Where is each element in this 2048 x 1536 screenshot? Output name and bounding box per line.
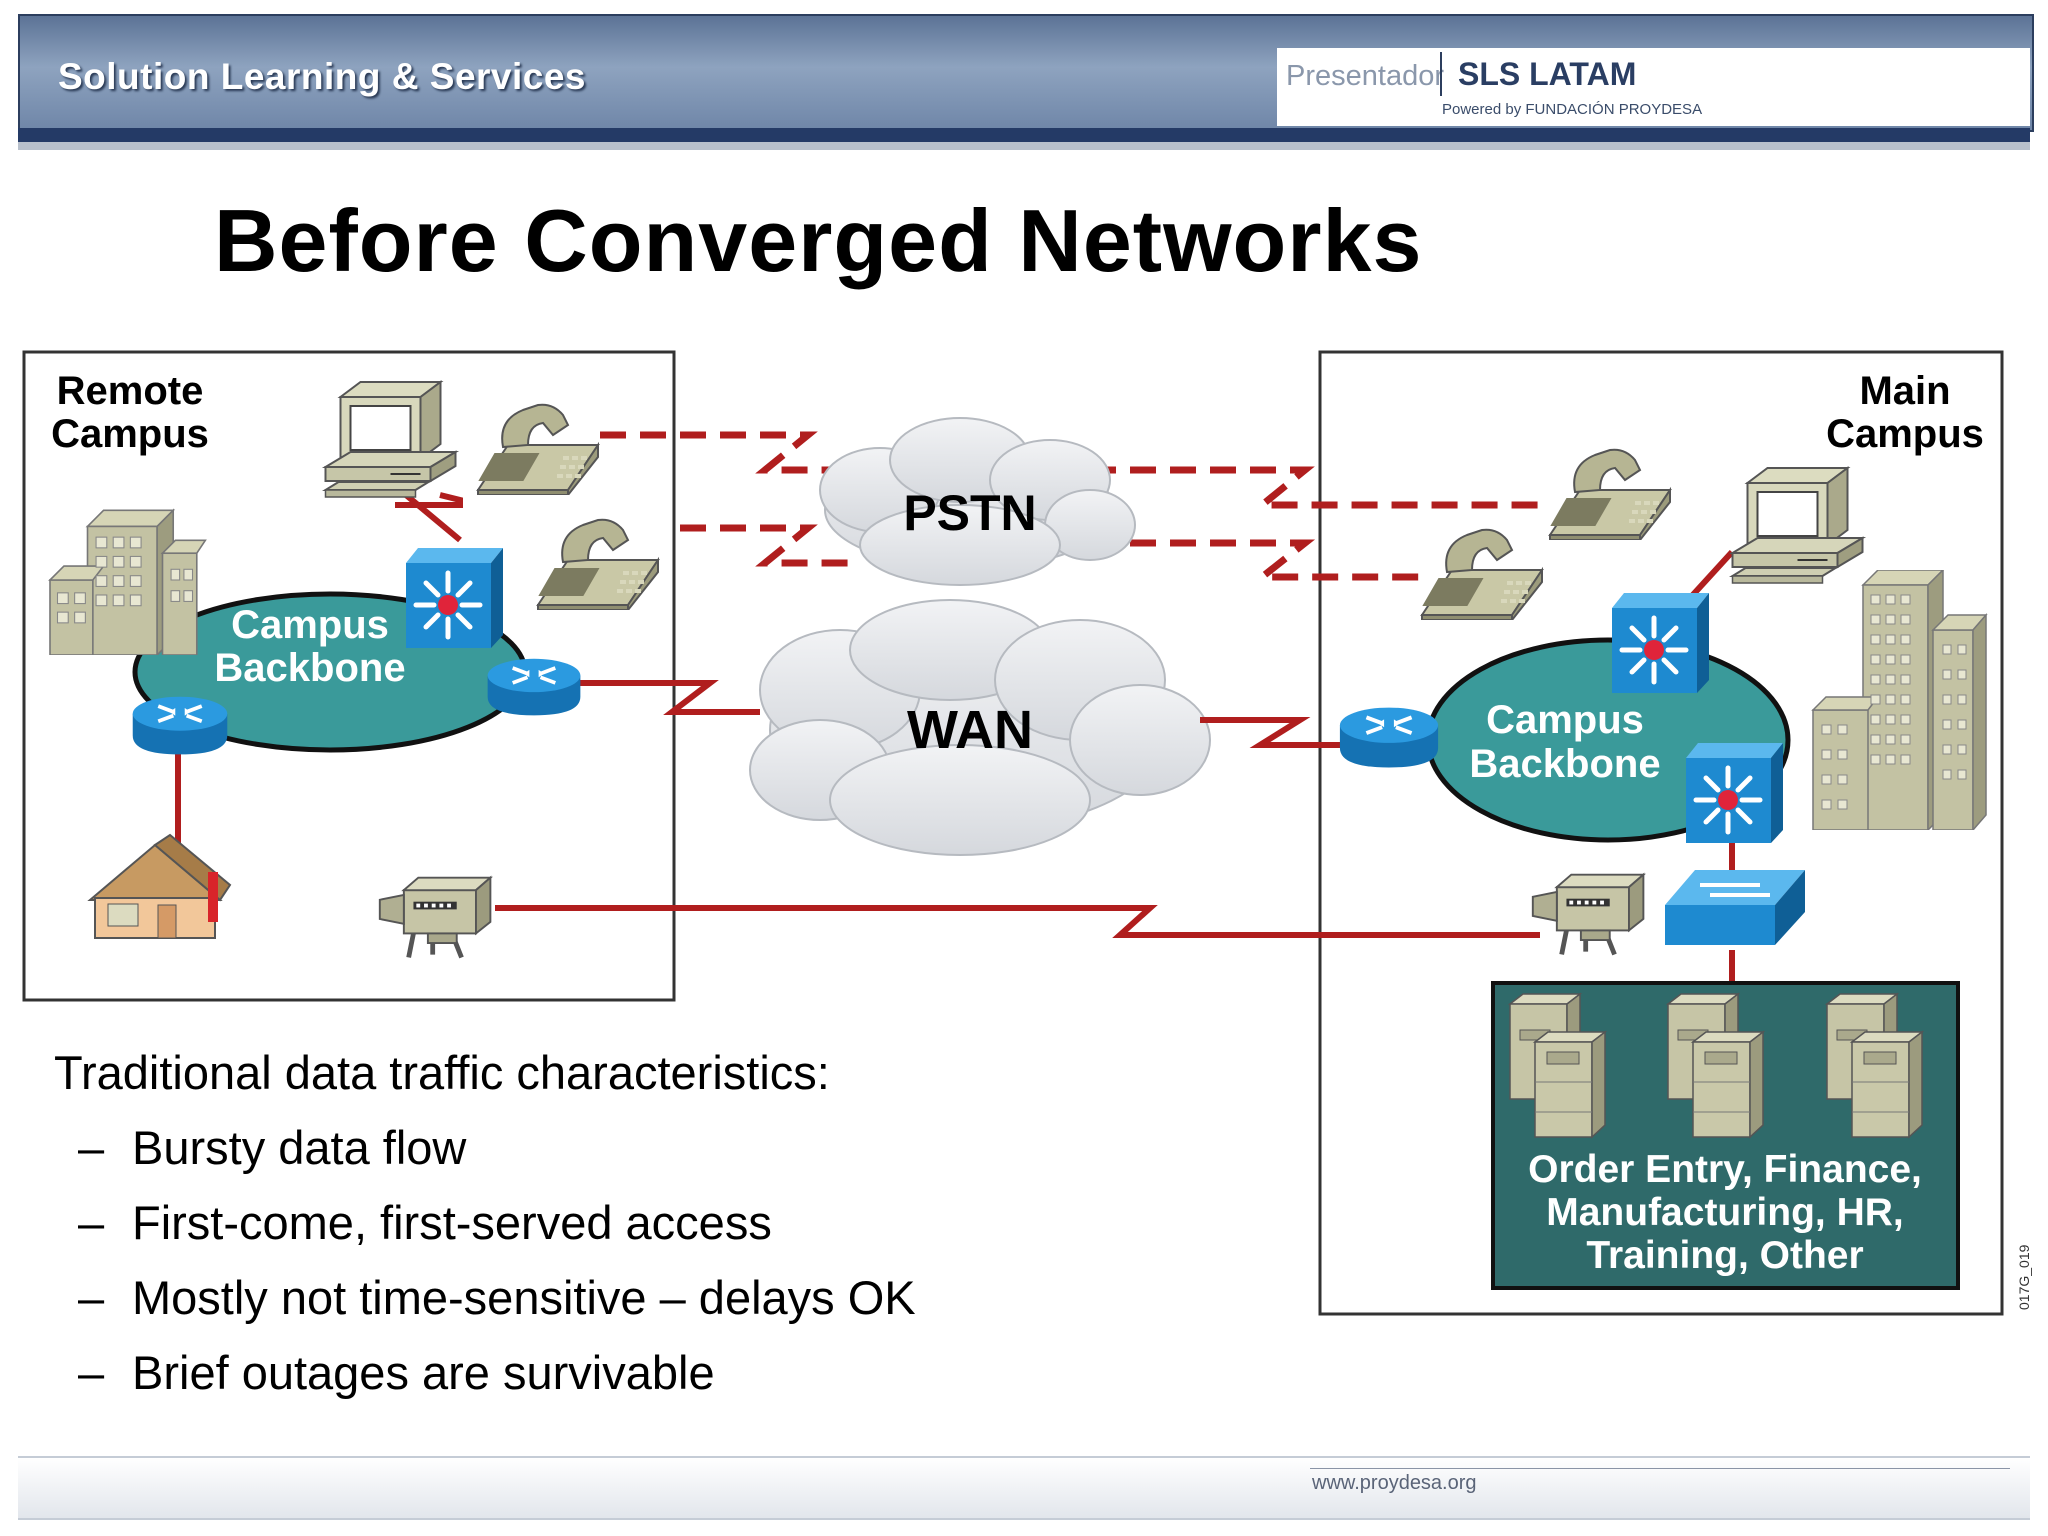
- pstn-cloud: [819, 417, 1136, 586]
- bullet-text: Bursty data flow: [132, 1121, 467, 1174]
- wan-label: WAN: [907, 700, 1033, 760]
- main-pc-link: [1687, 549, 1735, 601]
- slide-title: Before Converged Networks: [214, 191, 1423, 290]
- bullet-text: Mostly not time-sensitive – delays OK: [132, 1271, 916, 1324]
- bullet-text: Brief outages are survivable: [132, 1346, 715, 1399]
- main-campus-label-2: Campus: [1826, 412, 1984, 456]
- powered-by: Powered by FUNDACIÓN PROYDESA: [1442, 101, 1703, 118]
- workgroup-switch-icon: [1665, 870, 1805, 945]
- footer-divider: [1310, 1468, 2010, 1469]
- remote-campus-label: Remote: [57, 369, 204, 413]
- figure-code: 017G_019: [2016, 1244, 2032, 1310]
- presenter-divider: [1440, 52, 1442, 96]
- bullet-dash: –: [78, 1196, 105, 1249]
- bullet-dash: –: [78, 1346, 105, 1399]
- remote-router-icon: [485, 656, 583, 718]
- bullet-item: –Bursty data flow: [78, 1120, 466, 1175]
- remote-router-icon-2: [130, 694, 230, 757]
- bullet-item: –Mostly not time-sensitive – delays OK: [78, 1270, 916, 1325]
- server-label-3: Training, Other: [1586, 1234, 1863, 1277]
- main-multilayer-switch-icon-2: [1686, 743, 1783, 843]
- presenter-label: Presentador: [1286, 60, 1444, 92]
- bullet-dash: –: [78, 1121, 105, 1174]
- remote-multilayer-switch-icon: [406, 548, 503, 648]
- wan-cloud: [749, 599, 1211, 856]
- network-diagram: Remote Campus Main Campus Campus Backbon…: [22, 350, 2004, 1316]
- main-multilayer-switch-icon: [1612, 593, 1709, 693]
- video-link: [495, 905, 1540, 938]
- pstn-label: PSTN: [903, 485, 1036, 541]
- header-stripe: [18, 128, 2030, 142]
- remote-backbone-label: Campus: [231, 603, 389, 647]
- pstn-voice-links: [600, 431, 1540, 581]
- data-links: [175, 487, 1735, 985]
- bullet-item: –Brief outages are survivable: [78, 1345, 715, 1400]
- remote-backbone-label-2: Backbone: [214, 646, 405, 690]
- bullet-dash: –: [78, 1271, 105, 1324]
- bullet-item: –First-come, first-served access: [78, 1195, 772, 1250]
- home-office-icon: [87, 833, 232, 939]
- server-label-2: Manufacturing, HR,: [1546, 1191, 1904, 1234]
- footer-bar: [18, 1456, 2030, 1520]
- main-router-icon: [1337, 705, 1441, 770]
- main-campus-label: Main: [1859, 369, 1950, 413]
- main-backbone-label-2: Backbone: [1469, 742, 1660, 786]
- intro-text: Traditional data traffic characteristics…: [54, 1046, 830, 1099]
- main-wan-link: [1200, 717, 1350, 748]
- presenter-panel: [1277, 48, 2030, 126]
- server-label: Order Entry, Finance,: [1528, 1148, 1922, 1191]
- main-backbone-label: Campus: [1486, 698, 1644, 742]
- remote-campus-label-2: Campus: [51, 412, 209, 456]
- brand-title: Solution Learning & Services: [58, 56, 587, 97]
- remote-pc-link: [398, 487, 462, 543]
- bullet-text: First-come, first-served access: [132, 1196, 772, 1249]
- footer-url: www.proydesa.org: [1312, 1472, 1477, 1494]
- remote-wan-link: [580, 680, 760, 715]
- header-shadow: [18, 142, 2030, 150]
- presenter-name: SLS LATAM: [1458, 56, 1637, 92]
